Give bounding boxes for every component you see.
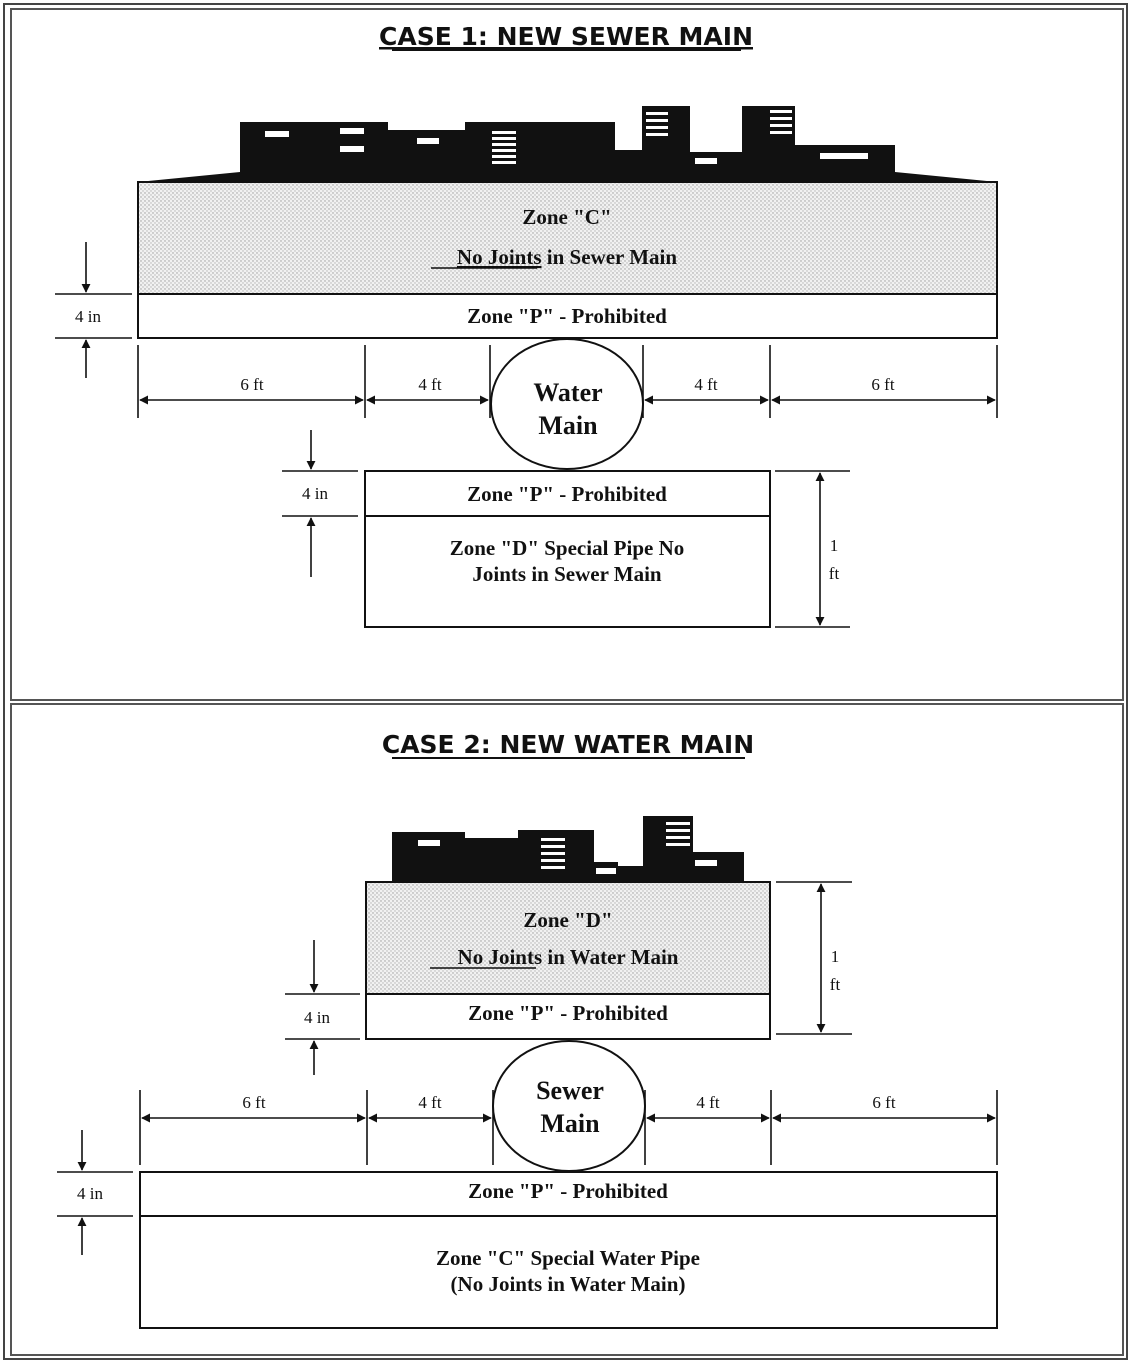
- case1-water-main-label-1: Water: [533, 378, 602, 407]
- case2-dim-4in-lower: [57, 1130, 133, 1255]
- case2-zone-c-label-1: Zone "C" Special Water Pipe: [436, 1246, 700, 1270]
- case2-sewer-main-label-1: Sewer: [536, 1076, 604, 1105]
- case1-dim-1ft-number: 1: [830, 536, 839, 555]
- case2-dim-4in-upper-label: 4 in: [304, 1008, 330, 1027]
- case1-zone-c-rest: in Sewer Main: [542, 245, 678, 269]
- case1-dim-4in-left: [55, 242, 132, 378]
- case1-water-main-label-2: Main: [538, 411, 598, 440]
- case1-zone-c-label: No Joints in Sewer Main: [457, 245, 677, 269]
- case1-no-joints-underlined: No Joints: [457, 245, 542, 269]
- case2-zone-p-lower: [139, 1171, 998, 1217]
- case1-zone-p-upper-label: Zone "P" - Prohibited: [467, 304, 667, 328]
- case2-dim-1ft: [776, 881, 852, 1035]
- case2-title: CASE 2: NEW WATER MAIN: [382, 730, 754, 759]
- case1-zone-p-upper: [137, 293, 998, 339]
- case1-zone-p-lower-label: Zone "P" - Prohibited: [467, 482, 667, 506]
- case2-no-joints-underlined: No Joints: [458, 945, 543, 969]
- case2-dim-1ft-unit: ft: [830, 975, 841, 994]
- case2-zone-d: [365, 881, 771, 995]
- case1-dim-4in-left-label: 4 in: [75, 307, 101, 326]
- case1-water-main-circle: [490, 338, 644, 470]
- case2-zone-p-upper-label: Zone "P" - Prohibited: [468, 1001, 668, 1025]
- case1-dim-4ft-left: 4 ft: [418, 375, 441, 394]
- case2-sewer-main-circle: [492, 1040, 646, 1172]
- case2-zone-p-upper: [365, 993, 771, 1040]
- case2-dim-6ft-right: 6 ft: [872, 1093, 895, 1112]
- case2-zone-p-lower-label: Zone "P" - Prohibited: [468, 1179, 668, 1203]
- case1-zone-d-label-2: Joints in Sewer Main: [472, 562, 662, 586]
- case2-dim-1ft-number: 1: [831, 947, 840, 966]
- case2-zone-c-label-2: (No Joints in Water Main): [451, 1272, 686, 1296]
- case2-zone-d-rest: in Water Main: [542, 945, 679, 969]
- case2-dim-4in-upper: [285, 940, 360, 1075]
- case2-skyline-icon: [392, 816, 744, 882]
- case1-zone-c-title: Zone "C": [522, 205, 611, 229]
- case1-zone-d-label-1: Zone "D" Special Pipe No: [450, 536, 685, 560]
- case2-dim-4ft-right: 4 ft: [696, 1093, 719, 1112]
- case1-dim-4ft-right: 4 ft: [694, 375, 717, 394]
- case2-panel: [10, 703, 1124, 1356]
- case1-dim-4in-lower-label: 4 in: [302, 484, 328, 503]
- case2-sewer-main-label-2: Main: [540, 1109, 600, 1138]
- case1-dim-1ft: [775, 470, 850, 628]
- case2-dim-4in-lower-label: 4 in: [77, 1184, 103, 1203]
- outer-frame: [3, 3, 1128, 1360]
- case1-dim-4in-lower: [282, 430, 358, 577]
- case1-zone-c: [137, 181, 998, 295]
- case1-panel: [10, 8, 1124, 701]
- case1-zone-d: [364, 515, 771, 628]
- case2-dim-6ft-left: 6 ft: [242, 1093, 265, 1112]
- case1-title: CASE 1: NEW SEWER MAIN: [379, 22, 753, 51]
- case1-dim-6ft-right: 6 ft: [871, 375, 894, 394]
- case2-zone-c: [139, 1215, 998, 1329]
- case1-dim-6ft-left: 6 ft: [240, 375, 263, 394]
- case2-horizontal-dims: [139, 1090, 998, 1165]
- case1-zone-p-lower: [364, 470, 771, 517]
- case2-zone-d-title: Zone "D": [523, 908, 612, 932]
- case1-dim-1ft-unit: ft: [829, 564, 840, 583]
- case2-zone-d-label: No Joints in Water Main: [458, 945, 679, 969]
- case1-skyline-icon: [138, 106, 997, 182]
- case2-dim-4ft-left: 4 ft: [418, 1093, 441, 1112]
